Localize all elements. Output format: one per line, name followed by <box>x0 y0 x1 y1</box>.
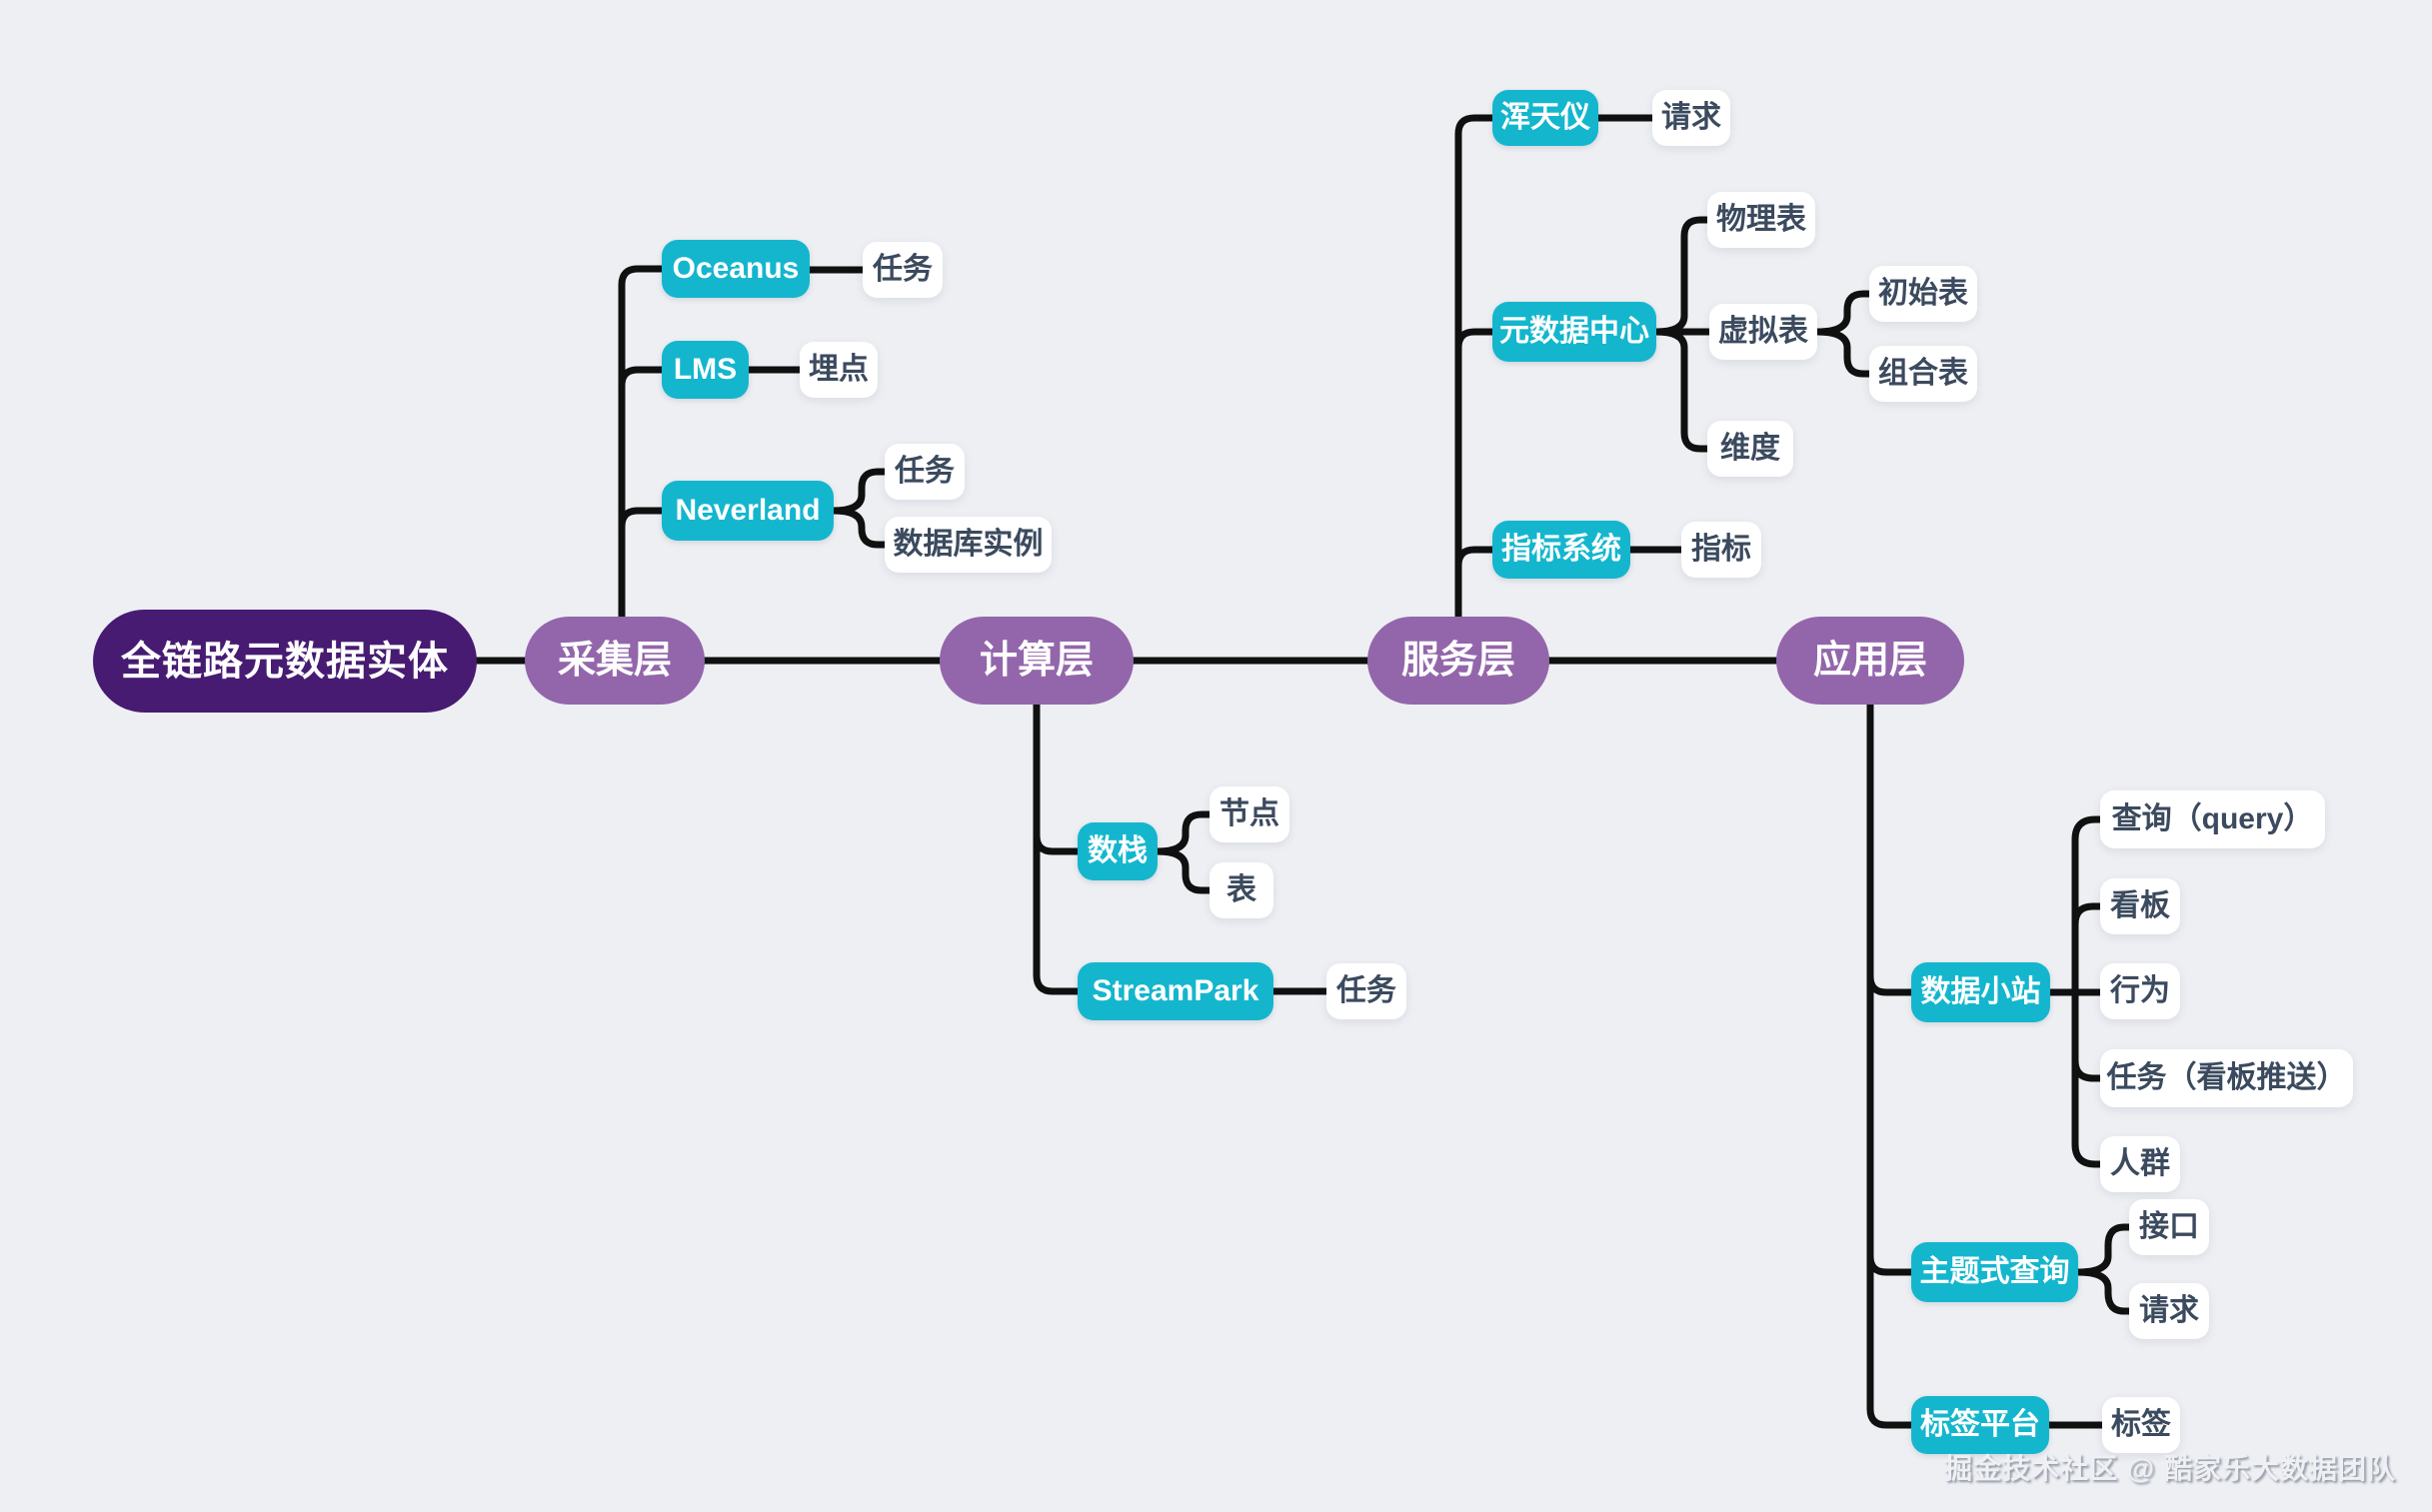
entity-node-dashboard: 看板 <box>2100 878 2180 934</box>
edge <box>618 366 666 390</box>
edge <box>618 507 666 531</box>
edge <box>1033 831 1082 855</box>
edge <box>1454 546 1496 570</box>
edge <box>2071 1056 2104 1082</box>
entity-node-oceanus-task: 任务 <box>863 242 943 298</box>
entity-node-tag: 标签 <box>2102 1397 2180 1453</box>
edge <box>830 507 889 549</box>
edge <box>2071 815 2104 996</box>
edge <box>1813 290 1873 336</box>
platform-node-indicator-system: 指标系统 <box>1492 521 1630 579</box>
entity-node-request: 请求 <box>2129 1283 2209 1339</box>
edge <box>1033 701 1082 995</box>
edge <box>1866 972 1915 996</box>
edge <box>1454 114 1496 621</box>
entity-node-lms-tracking: 埋点 <box>800 342 878 398</box>
watermark-text: 掘金技术社区 @ 酷家乐大数据团队 <box>1944 1453 2396 1484</box>
layer-node-application: 应用层 <box>1776 617 1964 705</box>
entity-node-query: 查询（query） <box>2100 790 2325 848</box>
entity-node-dashboard-push-task: 任务（看板推送） <box>2100 1049 2353 1107</box>
layer-node-service: 服务层 <box>1367 617 1549 705</box>
entity-node-indicator: 指标 <box>1681 522 1761 578</box>
entity-node-composite-table: 组合表 <box>1869 346 1977 402</box>
edge <box>2071 988 2104 1168</box>
entity-node-behavior: 行为 <box>2100 963 2180 1019</box>
edge <box>1454 328 1496 352</box>
entity-node-interface: 接口 <box>2129 1199 2209 1255</box>
entity-node-dimension: 维度 <box>1707 421 1793 477</box>
root-node: 全链路元数据实体 <box>93 610 477 713</box>
layer-node-compute: 计算层 <box>940 617 1134 705</box>
entity-node-streampark-task: 任务 <box>1326 963 1406 1019</box>
platform-node-oceanus: Oceanus <box>662 240 810 298</box>
platform-node-data-station: 数据小站 <box>1911 962 2050 1022</box>
platform-node-metadata-center: 元数据中心 <box>1492 302 1656 362</box>
edge <box>1154 810 1214 855</box>
entity-node-shuzhan-node: 节点 <box>1210 786 1289 842</box>
entity-node-huntianyi-request: 请求 <box>1652 90 1730 146</box>
layer-node-collection: 采集层 <box>525 617 705 705</box>
edge <box>1652 328 1711 453</box>
entity-node-initial-table: 初始表 <box>1869 266 1977 322</box>
edge <box>830 468 889 515</box>
edge <box>1154 847 1214 894</box>
platform-node-topic-query: 主题式查询 <box>1911 1242 2078 1302</box>
edge <box>1813 328 1873 378</box>
platform-node-shuzhan: 数栈 <box>1078 822 1158 880</box>
edge <box>2074 1223 2133 1276</box>
edge <box>1652 216 1711 336</box>
platform-node-streampark: StreamPark <box>1078 962 1273 1020</box>
platform-node-tag-platform: 标签平台 <box>1911 1396 2049 1454</box>
edge <box>1866 701 1915 1429</box>
entity-node-neverland-db-instance: 数据库实例 <box>885 517 1052 573</box>
entity-node-shuzhan-table: 表 <box>1210 862 1273 918</box>
platform-node-lms: LMS <box>662 341 749 399</box>
entity-node-physical-table: 物理表 <box>1707 192 1815 248</box>
edge <box>2071 902 2104 928</box>
edge <box>1866 1252 1915 1276</box>
edge <box>618 265 666 621</box>
platform-node-huntianyi: 浑天仪 <box>1492 90 1598 146</box>
entity-node-virtual-table: 虚拟表 <box>1709 304 1817 360</box>
edge <box>2074 1268 2133 1315</box>
entity-node-crowd: 人群 <box>2100 1136 2180 1192</box>
platform-node-neverland: Neverland <box>662 481 834 541</box>
entity-node-neverland-task: 任务 <box>885 444 965 500</box>
